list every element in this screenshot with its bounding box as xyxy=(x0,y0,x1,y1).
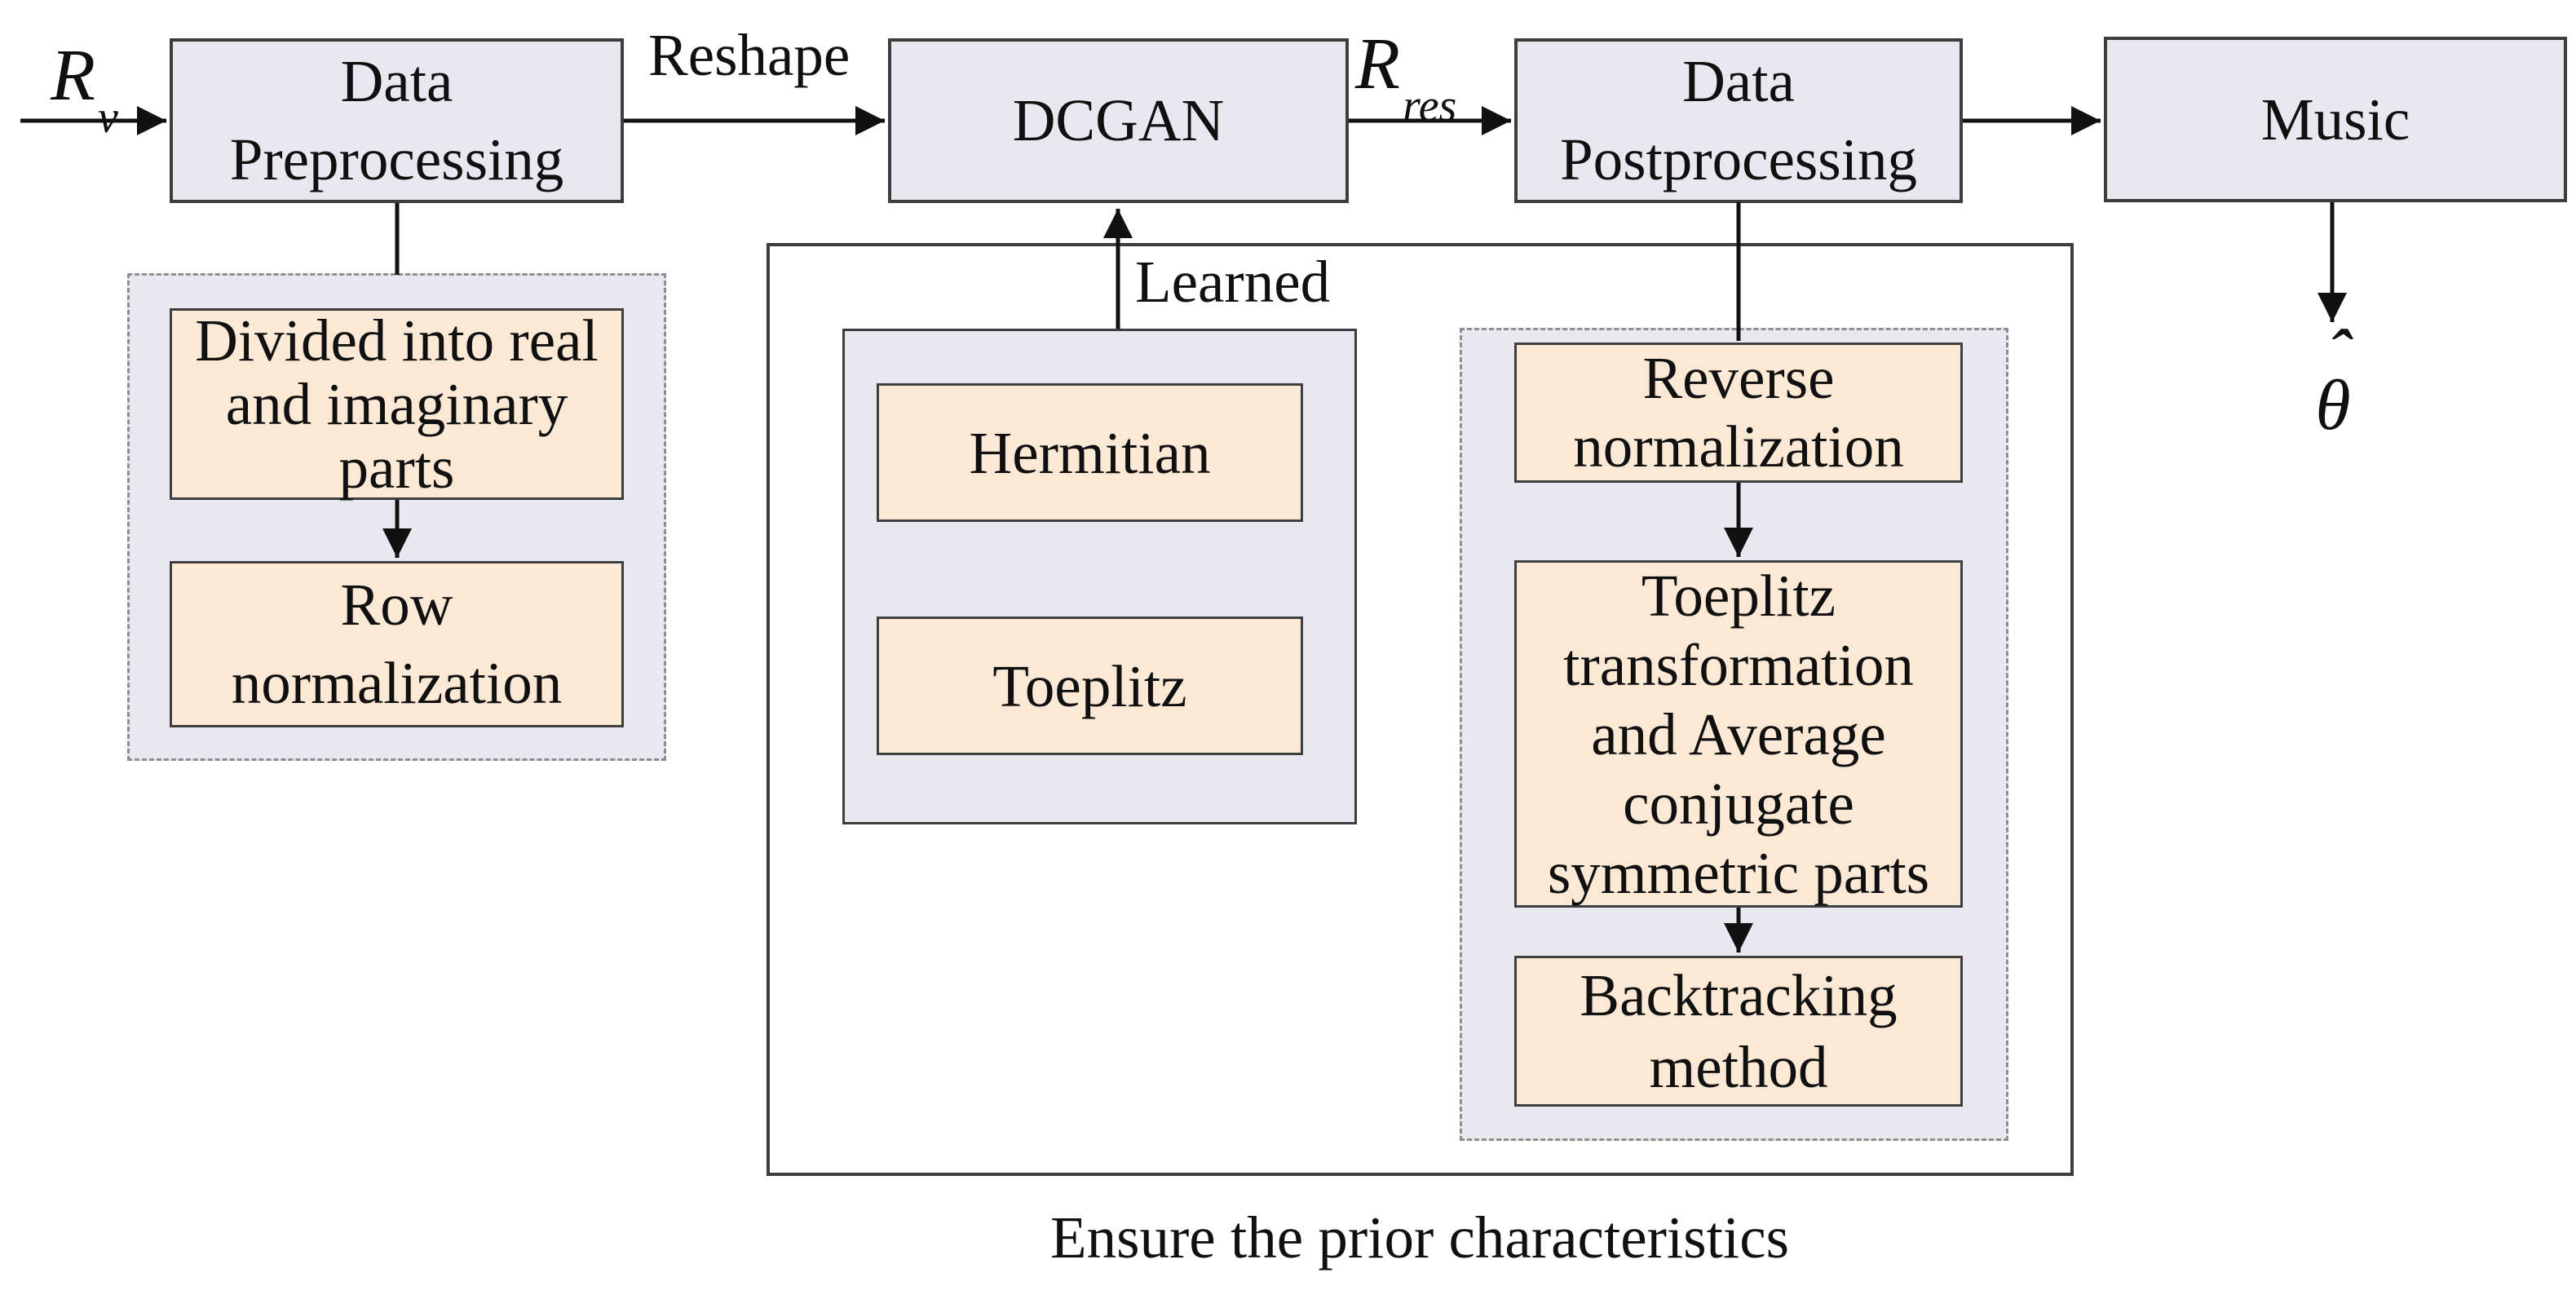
output-estimate-hat: ˆ xyxy=(2328,318,2351,390)
input-signal-symbol: R xyxy=(51,35,95,116)
node-music: Music xyxy=(2104,37,2567,202)
step-divided-real-imaginary-label: Divided into real and imaginary parts xyxy=(195,307,599,501)
learned-label: Learned xyxy=(1135,249,1331,315)
step-row-normalization-label: Row normalization xyxy=(231,572,563,716)
result-signal-subscript: res xyxy=(1402,81,1457,131)
step-toeplitz-label: Toeplitz xyxy=(992,652,1187,719)
node-data-preprocessing-label: Data Preprocessing xyxy=(229,48,564,192)
node-dcgan-label: DCGAN xyxy=(1012,87,1225,153)
step-backtracking-method-label: Backtracking method xyxy=(1580,961,1898,1100)
result-signal-label: R res xyxy=(1355,24,1456,130)
step-reverse-normalization: Reverse normalization xyxy=(1514,343,1963,483)
result-signal-symbol: R xyxy=(1355,24,1400,104)
step-divided-real-imaginary: Divided into real and imaginary parts xyxy=(170,308,624,500)
node-music-label: Music xyxy=(2260,86,2410,152)
step-toeplitz-transformation-label: Toeplitz transformation and Average conj… xyxy=(1547,562,1930,906)
node-data-preprocessing: Data Preprocessing xyxy=(170,38,624,203)
step-row-normalization: Row normalization xyxy=(170,561,624,727)
node-data-postprocessing: Data Postprocessing xyxy=(1514,38,1963,203)
input-signal-label: R v xyxy=(51,35,118,141)
step-reverse-normalization-label: Reverse normalization xyxy=(1573,345,1904,480)
output-estimate-symbol: ˆ θ xyxy=(2280,321,2386,445)
node-dcgan: DCGAN xyxy=(888,38,1349,203)
reshape-label: Reshape xyxy=(648,22,851,88)
step-backtracking-method: Backtracking method xyxy=(1514,956,1963,1107)
step-toeplitz: Toeplitz xyxy=(877,617,1303,755)
diagram-caption: Ensure the prior characteristics xyxy=(1049,1204,1789,1271)
output-estimate-theta: θ xyxy=(2315,366,2351,445)
step-hermitian: Hermitian xyxy=(877,383,1303,522)
step-toeplitz-transformation: Toeplitz transformation and Average conj… xyxy=(1514,560,1963,908)
node-data-postprocessing-label: Data Postprocessing xyxy=(1560,48,1917,192)
step-hermitian-label: Hermitian xyxy=(969,419,1211,486)
input-signal-subscript: v xyxy=(97,92,118,143)
